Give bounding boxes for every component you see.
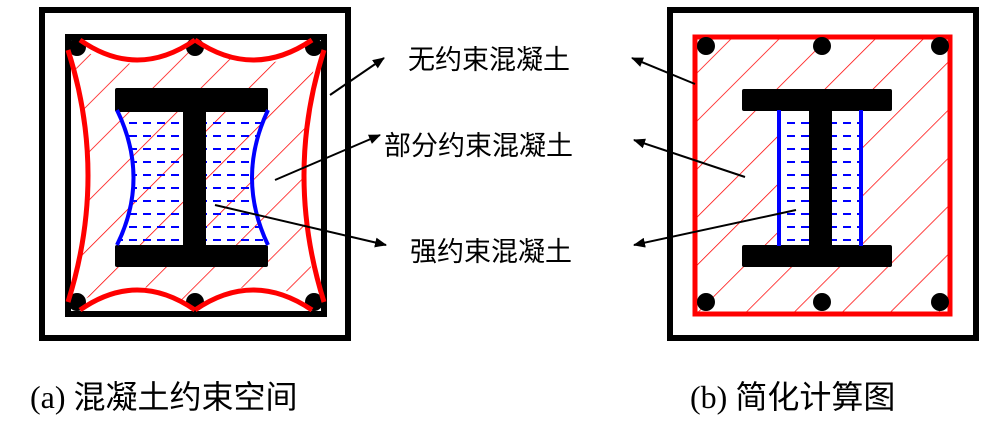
caption-b: (b) 简化计算图 — [690, 379, 896, 415]
steel-i-beam — [115, 88, 268, 267]
strong-confinement-boundary-b — [777, 110, 863, 246]
column-outline-b — [667, 7, 979, 341]
rebars-b — [697, 37, 949, 311]
leader-arrows — [214, 57, 797, 248]
figure-b — [667, 7, 979, 341]
arching-boundaries — [65, 37, 327, 313]
figure-a — [39, 7, 351, 341]
column-outline — [39, 7, 351, 341]
caption-a: (a) 混凝土约束空间 — [30, 379, 298, 415]
strong-confinement-boundary — [115, 109, 270, 246]
label-partially-confined-concrete: 部分约束混凝土 — [384, 131, 573, 161]
steel-i-beam-b — [742, 89, 892, 267]
label-highly-confined-concrete: 强约束混凝土 — [410, 237, 572, 267]
label-unconfined-concrete: 无约束混凝土 — [408, 45, 570, 75]
stirrup — [65, 34, 327, 317]
